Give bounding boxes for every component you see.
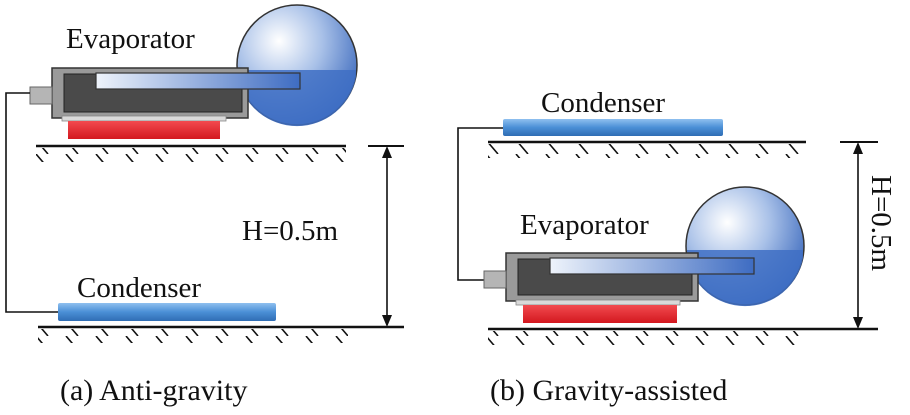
- heater-a: [68, 121, 220, 139]
- panel-b-gravity-assisted: Condenser Evaporator: [457, 87, 897, 407]
- caption-a: (a) Anti-gravity: [60, 374, 247, 407]
- height-dimension-a: [368, 145, 404, 327]
- ground-top-b: [488, 140, 806, 158]
- panel-a-anti-gravity: Evaporator Condenser H=0.5m (a) Anti-gra…: [5, 4, 404, 407]
- connector-b: [483, 270, 507, 289]
- evaporator-channel-a: [95, 72, 301, 90]
- ground-bottom-a: [38, 325, 404, 343]
- connector-a: [29, 86, 53, 105]
- condenser-label-a: Condenser: [77, 272, 201, 304]
- evaporator-a: [29, 4, 358, 139]
- evaporator-label-b: Evaporator: [520, 209, 649, 241]
- condenser-label-b: Condenser: [541, 87, 665, 119]
- transport-line-a: [5, 92, 58, 313]
- transport-line-b: [457, 127, 503, 281]
- height-label-a: H=0.5m: [242, 215, 339, 247]
- condenser-b: [503, 119, 723, 136]
- ground-bottom-b: [488, 327, 878, 345]
- evaporator-label-a: Evaporator: [66, 23, 195, 55]
- heater-b: [523, 305, 677, 323]
- ground-top-a: [36, 144, 346, 162]
- height-dimension-b: [840, 141, 878, 329]
- evaporator-b: [483, 186, 805, 323]
- caption-b: (b) Gravity-assisted: [490, 374, 727, 407]
- evaporator-channel-b: [549, 257, 755, 275]
- condenser-a: [58, 303, 276, 321]
- height-label-b: H=0.5m: [865, 175, 897, 272]
